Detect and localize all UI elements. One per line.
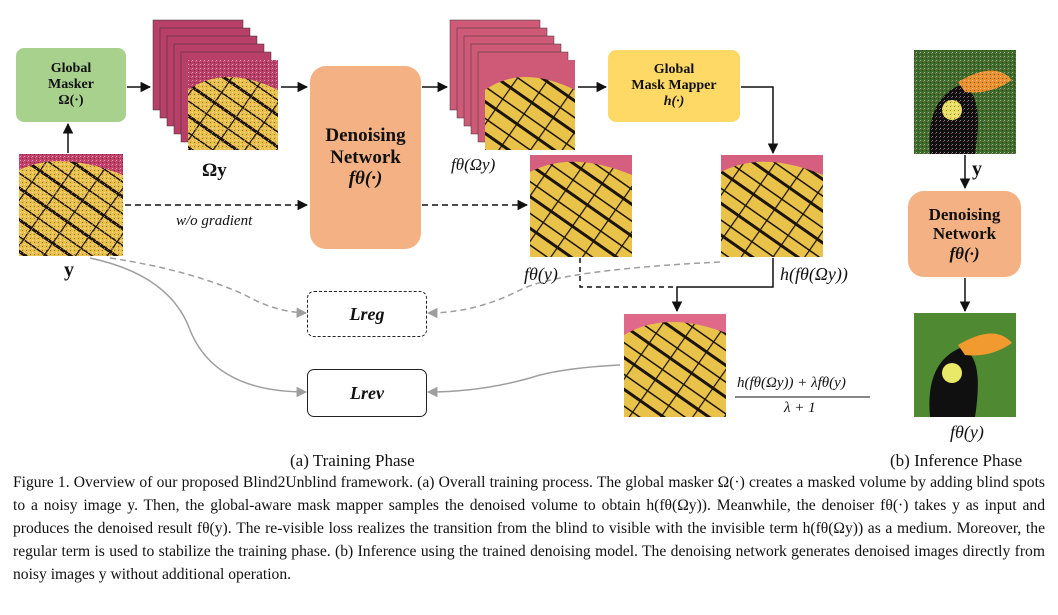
reg-loss-label: Lreg: [349, 303, 385, 324]
framework-diagram: [19, 19, 1016, 417]
h-f-omega-label: h(fθ(Ωy)): [780, 264, 848, 284]
network-infer-symbol: fθ(·): [949, 243, 980, 263]
mask-mapper-symbol: h(·): [663, 94, 685, 110]
fraction-numerator: h(fθ(Ωy)) + λfθ(y): [737, 375, 846, 391]
network-train-line2: Network: [330, 146, 401, 168]
f-omega-label: fθ(Ωy): [451, 155, 496, 174]
noisy-input-image: [19, 154, 123, 256]
network-infer-line2: Network: [932, 224, 997, 244]
global-mask-mapper-box: Global Mask Mapper h(·): [608, 50, 740, 122]
mask-mapper-line2: Mask Mapper: [631, 77, 717, 93]
loss-arrows: [89, 257, 721, 398]
combined-output-image: [624, 314, 726, 417]
global-masker-line2: Masker: [48, 76, 94, 92]
y-input-label: y: [64, 259, 74, 281]
inference-phase-label: (b) Inference Phase: [890, 451, 1023, 470]
denoising-network-training-box: Denoising Network fθ(·): [310, 66, 421, 249]
reg-loss-box: Lreg: [307, 291, 427, 337]
mapped-output-image: [721, 155, 823, 257]
toucan-noisy-image: [914, 50, 1016, 154]
denoised-output-image: [530, 155, 632, 257]
denoising-network-inference-box: Denoising Network fθ(·): [908, 191, 1021, 277]
masked-volume-stack: [152, 19, 278, 150]
global-masker-box: Global Masker Ω(·): [16, 48, 126, 122]
f-y-label: fθ(y): [524, 264, 558, 284]
figure-caption: Figure 1. Overview of our proposed Blind…: [13, 474, 1045, 583]
network-train-symbol: fθ(·): [348, 168, 383, 190]
wo-gradient-label: w/o gradient: [176, 213, 253, 229]
y-inference-label: y: [972, 158, 982, 180]
rev-loss-box: Lrev: [307, 369, 427, 417]
fraction-denominator: λ + 1: [784, 400, 816, 416]
rev-loss-label: Lrev: [350, 382, 384, 403]
global-masker-symbol: Ω(·): [58, 93, 84, 109]
arrows: [62, 81, 971, 313]
network-train-line1: Denoising: [325, 124, 406, 146]
omega-y-label: Ωy: [202, 160, 227, 181]
training-phase-label: (a) Training Phase: [290, 451, 415, 470]
global-masker-line1: Global: [50, 60, 92, 76]
mask-mapper-line1: Global: [653, 61, 695, 77]
f-y-inference-label: fθ(y): [950, 422, 984, 442]
denoised-volume-stack: [449, 19, 575, 150]
toucan-denoised-image: [914, 313, 1016, 417]
network-infer-line1: Denoising: [928, 204, 1001, 224]
